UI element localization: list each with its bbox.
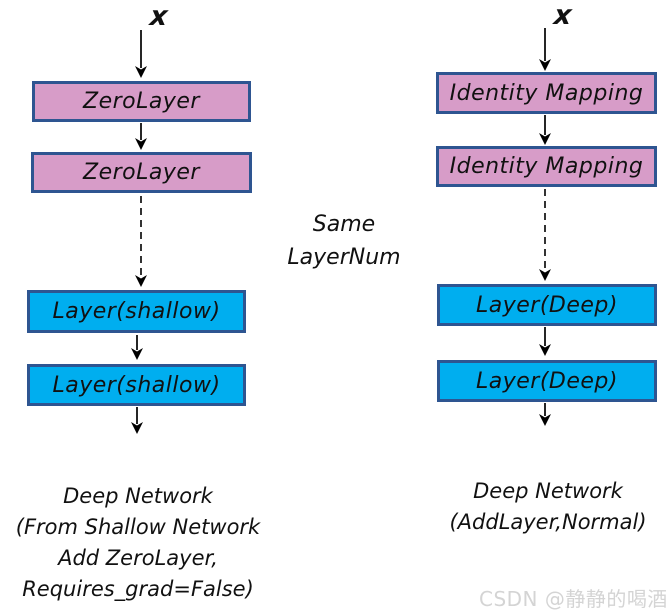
left-caption-line-3: Add ZeroLayer, (58, 546, 218, 570)
node-identity-mapping-2: Identity Mapping (436, 146, 657, 187)
csdn-watermark: CSDN @静静的喝酒 (479, 587, 666, 611)
left-caption-line-1: Deep Network (63, 484, 213, 508)
input-x-label-right: x (552, 0, 574, 31)
node-layer-deep-2: Layer(Deep) (437, 360, 657, 402)
note-line-1: Same (312, 212, 376, 237)
right-caption-line-2: (AddLayer,Normal) (449, 510, 647, 534)
left-network-caption: Deep Network (From Shallow Network Add Z… (2, 481, 274, 605)
node-layer-shallow-2: Layer(shallow) (27, 364, 246, 406)
left-caption-line-2: (From Shallow Network (15, 515, 261, 539)
node-zerolayer-2: ZeroLayer (31, 152, 252, 193)
input-x-label-left: x (148, 1, 170, 32)
node-identity-mapping-1: Identity Mapping (436, 72, 657, 114)
node-zerolayer-1: ZeroLayer (32, 81, 251, 122)
node-layer-deep-1: Layer(Deep) (437, 284, 657, 326)
node-layer-shallow-1: Layer(shallow) (27, 290, 246, 333)
note-line-2: LayerNum (287, 245, 401, 270)
right-caption-line-1: Deep Network (473, 479, 623, 503)
right-network-caption: Deep Network (AddLayer,Normal) (418, 476, 666, 538)
left-caption-line-4: Requires_grad=False) (22, 577, 254, 601)
same-layernum-note: Same LayerNum (274, 208, 414, 274)
